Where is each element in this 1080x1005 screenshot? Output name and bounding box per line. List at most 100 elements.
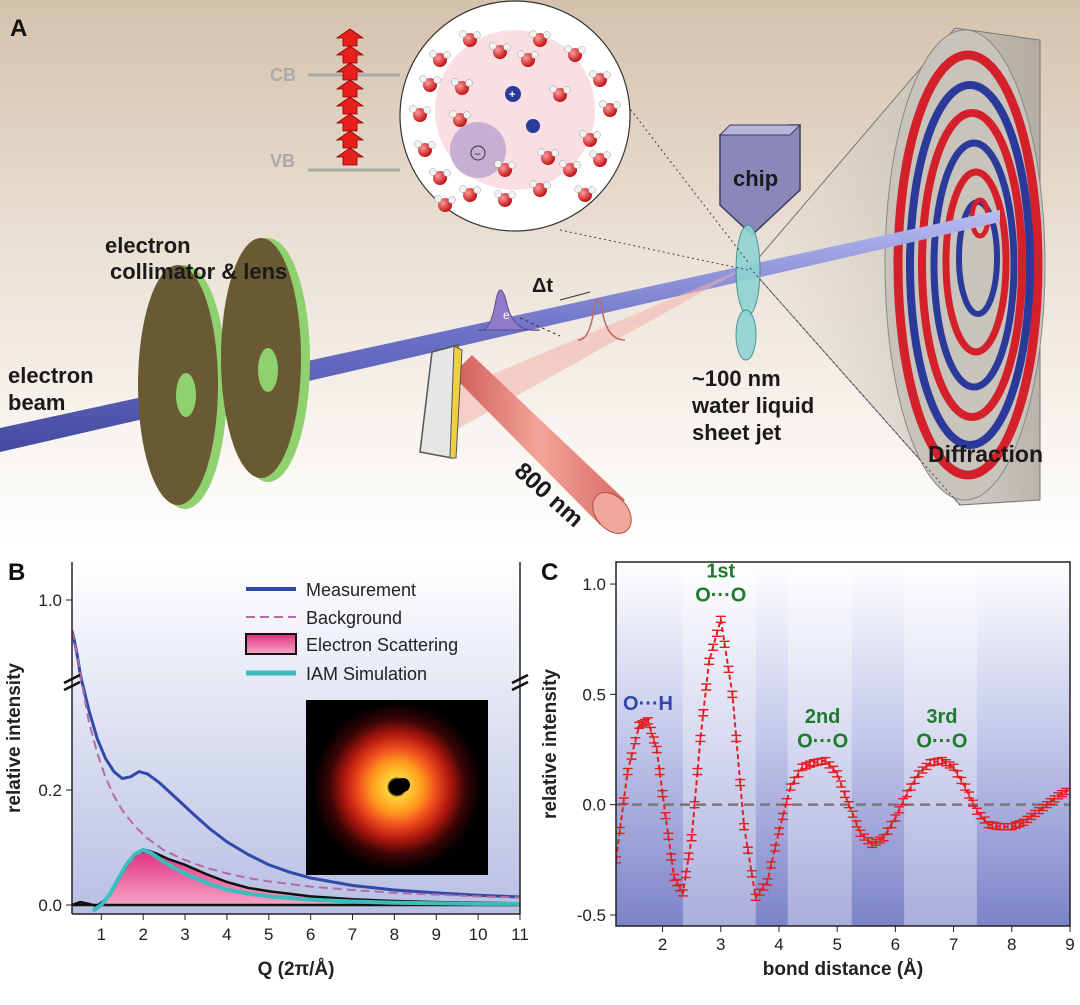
water-hydrogen xyxy=(543,181,551,189)
chart-c-y-tick-label: 0.5 xyxy=(582,685,606,704)
water-hydrogen xyxy=(508,191,516,199)
chart-c-annotation: O···O xyxy=(797,730,848,752)
chip: chip xyxy=(718,124,802,237)
error-bar xyxy=(645,726,656,735)
water-hydrogen xyxy=(537,148,545,156)
water-oxygen xyxy=(603,103,617,117)
error-bar xyxy=(708,643,719,652)
error-bar xyxy=(695,734,706,743)
water-oxygen xyxy=(423,78,437,92)
water-hydrogen xyxy=(603,151,611,159)
shaded-band xyxy=(904,562,977,926)
oh-radical xyxy=(526,119,540,133)
chart-b-xlabel: Q (2π/Å) xyxy=(258,959,335,980)
water-hydrogen xyxy=(559,160,567,168)
water-hydrogen xyxy=(529,30,537,38)
error-bar xyxy=(890,814,901,822)
water-hydrogen xyxy=(551,149,559,157)
pulse-marker-1 xyxy=(519,317,561,337)
error-bar xyxy=(616,856,621,864)
error-bar xyxy=(773,827,784,835)
legend-background: Background xyxy=(306,608,402,628)
ring-red-3 xyxy=(942,168,1010,356)
chart-b-legend: Measurement Background Electron Scatteri… xyxy=(245,580,458,684)
error-bar xyxy=(843,800,854,809)
water-hydrogen xyxy=(517,50,525,58)
water-hydrogen xyxy=(589,70,597,78)
chart-c-x-tick-label: 6 xyxy=(891,935,900,954)
error-bar xyxy=(618,797,629,805)
jet-label-1: ~100 nm xyxy=(692,366,781,391)
water-hydrogen xyxy=(414,140,422,148)
water-oxygen xyxy=(463,33,477,47)
water-hydrogen xyxy=(433,76,441,84)
water-hydrogen xyxy=(451,78,459,86)
water-hydrogen xyxy=(443,51,451,59)
panel-a-letter: A xyxy=(10,15,27,42)
ring-red-outer xyxy=(893,50,1043,480)
water-oxygen xyxy=(521,53,535,67)
series-background xyxy=(72,630,520,899)
ring-blue-2 xyxy=(930,139,1018,391)
water-hydrogen xyxy=(543,31,551,39)
chart-b-x-tick-label: 1 xyxy=(97,925,106,944)
collimator-label-1: electron xyxy=(105,233,191,258)
water-hydrogen xyxy=(449,110,457,118)
error-bar xyxy=(680,870,691,879)
chart-b-x-tick-label: 11 xyxy=(511,925,529,944)
water-hydrogen xyxy=(573,161,581,169)
chart-c-annotation: 3rd xyxy=(926,706,957,728)
water-hydrogen xyxy=(448,196,456,204)
water-hydrogen xyxy=(429,168,437,176)
error-bar xyxy=(723,665,734,674)
chart-c-x-tick-label: 4 xyxy=(774,935,783,954)
anion-sign: − xyxy=(474,147,481,161)
error-bar xyxy=(832,770,843,778)
water-oxygen xyxy=(438,198,452,212)
axis-break-mark xyxy=(63,673,81,685)
error-bar xyxy=(898,798,909,806)
chart-b-x-tick-label: 9 xyxy=(432,925,441,944)
water-hydrogen xyxy=(473,31,481,39)
chart-b-x-tick-label: 4 xyxy=(222,925,231,944)
water-oxygen xyxy=(433,171,447,185)
chart-b-x-tick-label: 5 xyxy=(264,925,273,944)
electron-pulse xyxy=(477,289,541,332)
water-oxygen xyxy=(593,153,607,167)
legend-measurement: Measurement xyxy=(306,580,416,600)
water-hydrogen xyxy=(579,130,587,138)
legend-iam-simulation: IAM Simulation xyxy=(306,664,427,684)
water-oxygen xyxy=(498,193,512,207)
water-hydrogen xyxy=(563,86,571,94)
legend-electron-scattering: Electron Scattering xyxy=(306,635,458,655)
ring-blue-outer xyxy=(906,81,1034,449)
error-bar xyxy=(651,745,662,754)
water-hydrogen xyxy=(508,161,516,169)
excitation-arrow xyxy=(335,113,365,132)
error-bar xyxy=(666,853,677,861)
jet-label-2: water liquid xyxy=(691,393,814,418)
legend-scattering-swatch xyxy=(245,633,297,655)
chart-b-ylabel: relative intensity xyxy=(4,663,25,813)
electron-symbol: e⁻ xyxy=(503,308,516,322)
water-hydrogen xyxy=(599,100,607,108)
chart-c-annotation: 2nd xyxy=(805,706,841,728)
water-hydrogen xyxy=(531,51,539,59)
chart-b-x-tick-label: 2 xyxy=(138,925,147,944)
excitation-arrow xyxy=(335,130,365,149)
chart-b-x-tick-label: 10 xyxy=(469,925,488,944)
error-bar xyxy=(894,806,905,814)
water-oxygen xyxy=(413,108,427,122)
error-bar xyxy=(770,844,781,852)
chart-c-ylabel: relative intensity xyxy=(540,669,561,819)
water-oxygen xyxy=(578,188,592,202)
error-bar xyxy=(654,767,665,776)
error-bar xyxy=(704,657,715,665)
chart-c-y-tick-label: 0.0 xyxy=(582,796,606,815)
error-bar xyxy=(766,861,777,869)
axis-break-mark xyxy=(63,680,81,692)
error-bar xyxy=(643,717,654,725)
